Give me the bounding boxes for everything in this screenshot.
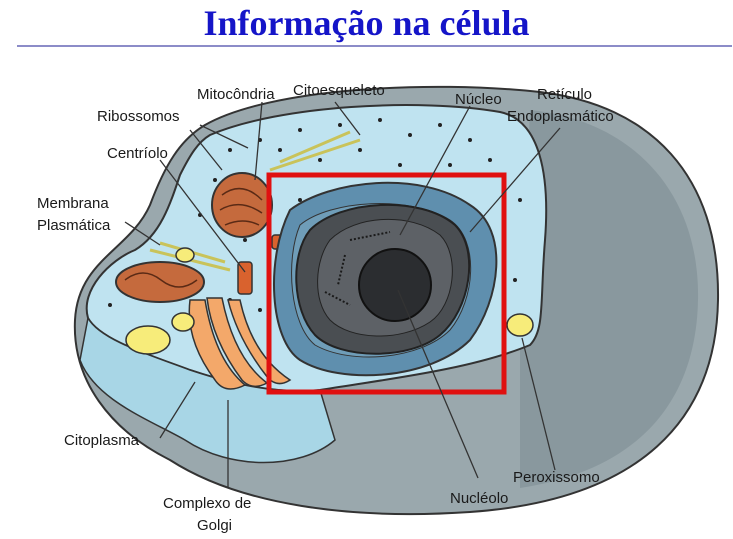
label-golgi-line1: Complexo de [163, 495, 251, 512]
label-membrana-line1: Membrana [37, 195, 109, 212]
label-nucleolo: Nucléolo [450, 490, 508, 507]
label-citoesqueleto: Citoesqueleto [293, 82, 385, 99]
label-reticulo-line1: Retículo [537, 86, 592, 103]
nucleolus [359, 249, 431, 321]
label-peroxissomo: Peroxissomo [513, 469, 600, 486]
label-nucleo: Núcleo [455, 91, 502, 108]
label-mitocondria: Mitocôndria [197, 86, 275, 103]
label-centriolo: Centríolo [107, 145, 168, 162]
label-reticulo-line2: Endoplasmático [507, 108, 614, 125]
label-golgi-line2: Golgi [197, 517, 232, 534]
label-ribossomos: Ribossomos [97, 108, 180, 125]
label-membrana-line2: Plasmática [37, 217, 111, 234]
label-citoplasma: Citoplasma [64, 432, 140, 449]
